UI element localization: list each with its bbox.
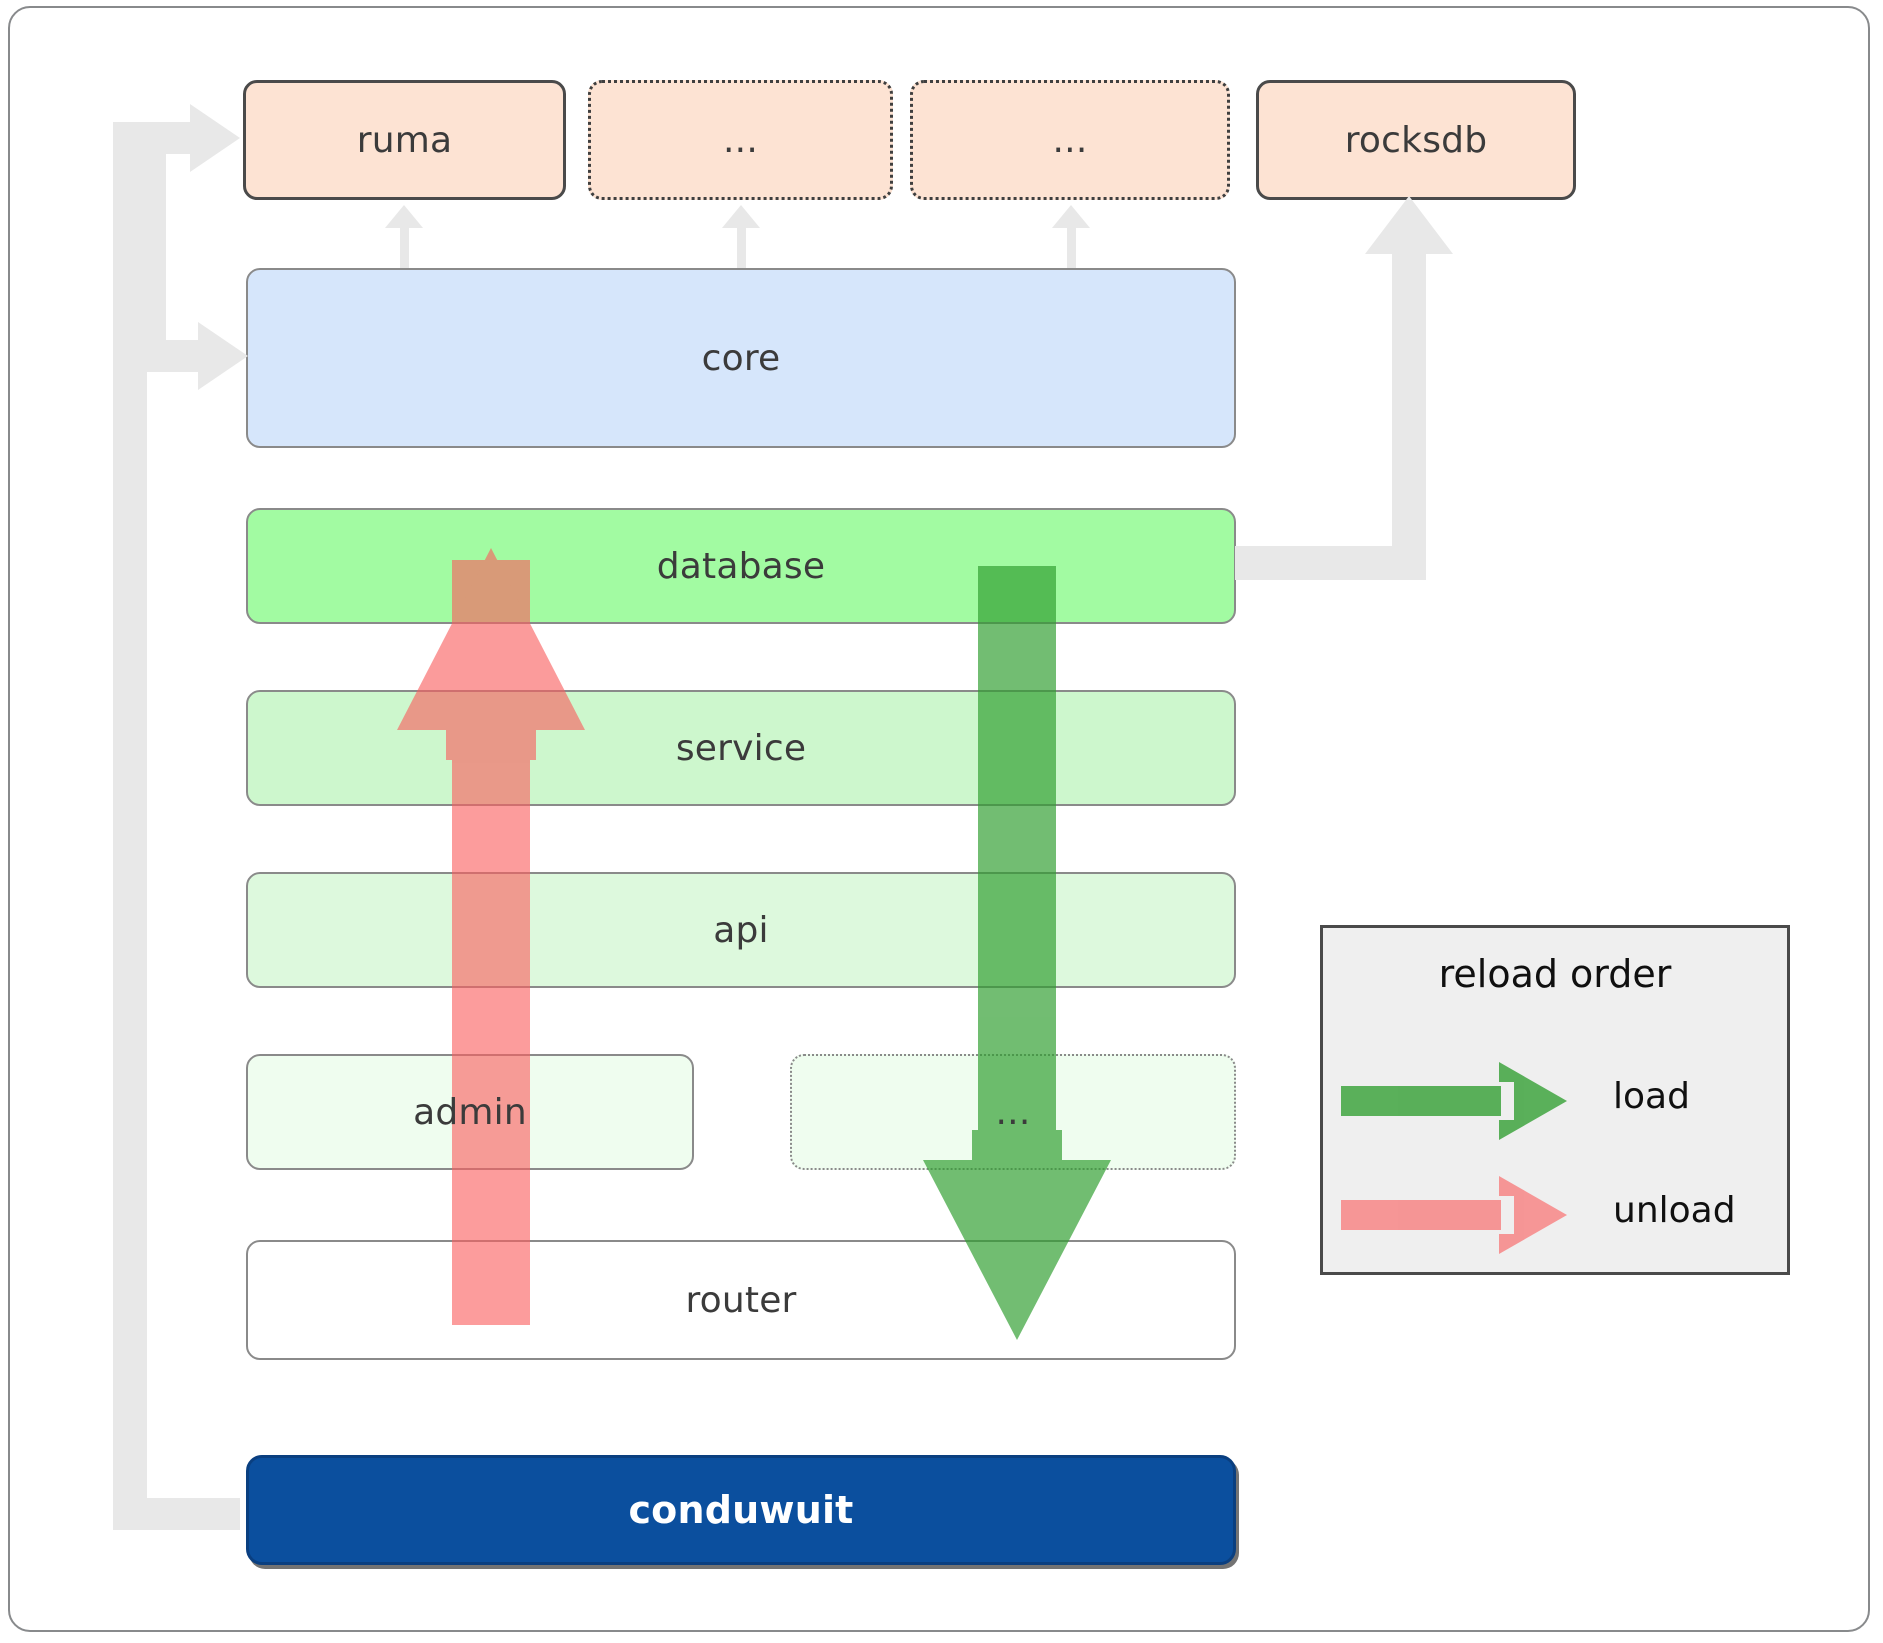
diagram-frame bbox=[8, 6, 1870, 1632]
legend-unload-label: unload bbox=[1613, 1190, 1736, 1231]
node-core-label: core bbox=[701, 337, 781, 379]
legend-title: reload order bbox=[1438, 952, 1672, 996]
node-core[interactable]: core bbox=[246, 268, 1236, 448]
node-conduwuit-label: conduwuit bbox=[628, 1488, 854, 1532]
node-ext-3[interactable]: ... bbox=[910, 80, 1230, 200]
node-ruma[interactable]: ruma bbox=[243, 80, 566, 200]
node-stack-ellipsis-label: ... bbox=[995, 1091, 1031, 1133]
node-router[interactable]: router bbox=[246, 1240, 1236, 1360]
node-admin-label: admin bbox=[413, 1091, 527, 1133]
node-service-label: service bbox=[675, 727, 807, 769]
legend-panel: reload order load unload bbox=[1320, 925, 1790, 1275]
node-api[interactable]: api bbox=[246, 872, 1236, 988]
node-ruma-label: ruma bbox=[356, 119, 453, 161]
node-stack-ellipsis[interactable]: ... bbox=[790, 1054, 1236, 1170]
legend-row-unload: unload bbox=[1323, 1172, 1793, 1258]
node-database[interactable]: database bbox=[246, 508, 1236, 624]
legend-row-load: load bbox=[1323, 1058, 1793, 1144]
node-ext-2[interactable]: ... bbox=[588, 80, 893, 200]
node-conduwuit[interactable]: conduwuit bbox=[246, 1455, 1236, 1565]
node-ext-3-label: ... bbox=[1052, 119, 1088, 161]
node-service[interactable]: service bbox=[246, 690, 1236, 806]
node-rocksdb[interactable]: rocksdb bbox=[1256, 80, 1576, 200]
node-database-label: database bbox=[656, 545, 826, 587]
node-ext-2-label: ... bbox=[723, 119, 758, 161]
load-arrow-icon bbox=[1341, 1062, 1567, 1140]
node-admin[interactable]: admin bbox=[246, 1054, 694, 1170]
legend-load-label: load bbox=[1613, 1076, 1690, 1117]
node-api-label: api bbox=[713, 909, 769, 951]
node-rocksdb-label: rocksdb bbox=[1344, 119, 1488, 161]
unload-arrow-icon bbox=[1341, 1176, 1567, 1254]
node-router-label: router bbox=[685, 1279, 797, 1321]
